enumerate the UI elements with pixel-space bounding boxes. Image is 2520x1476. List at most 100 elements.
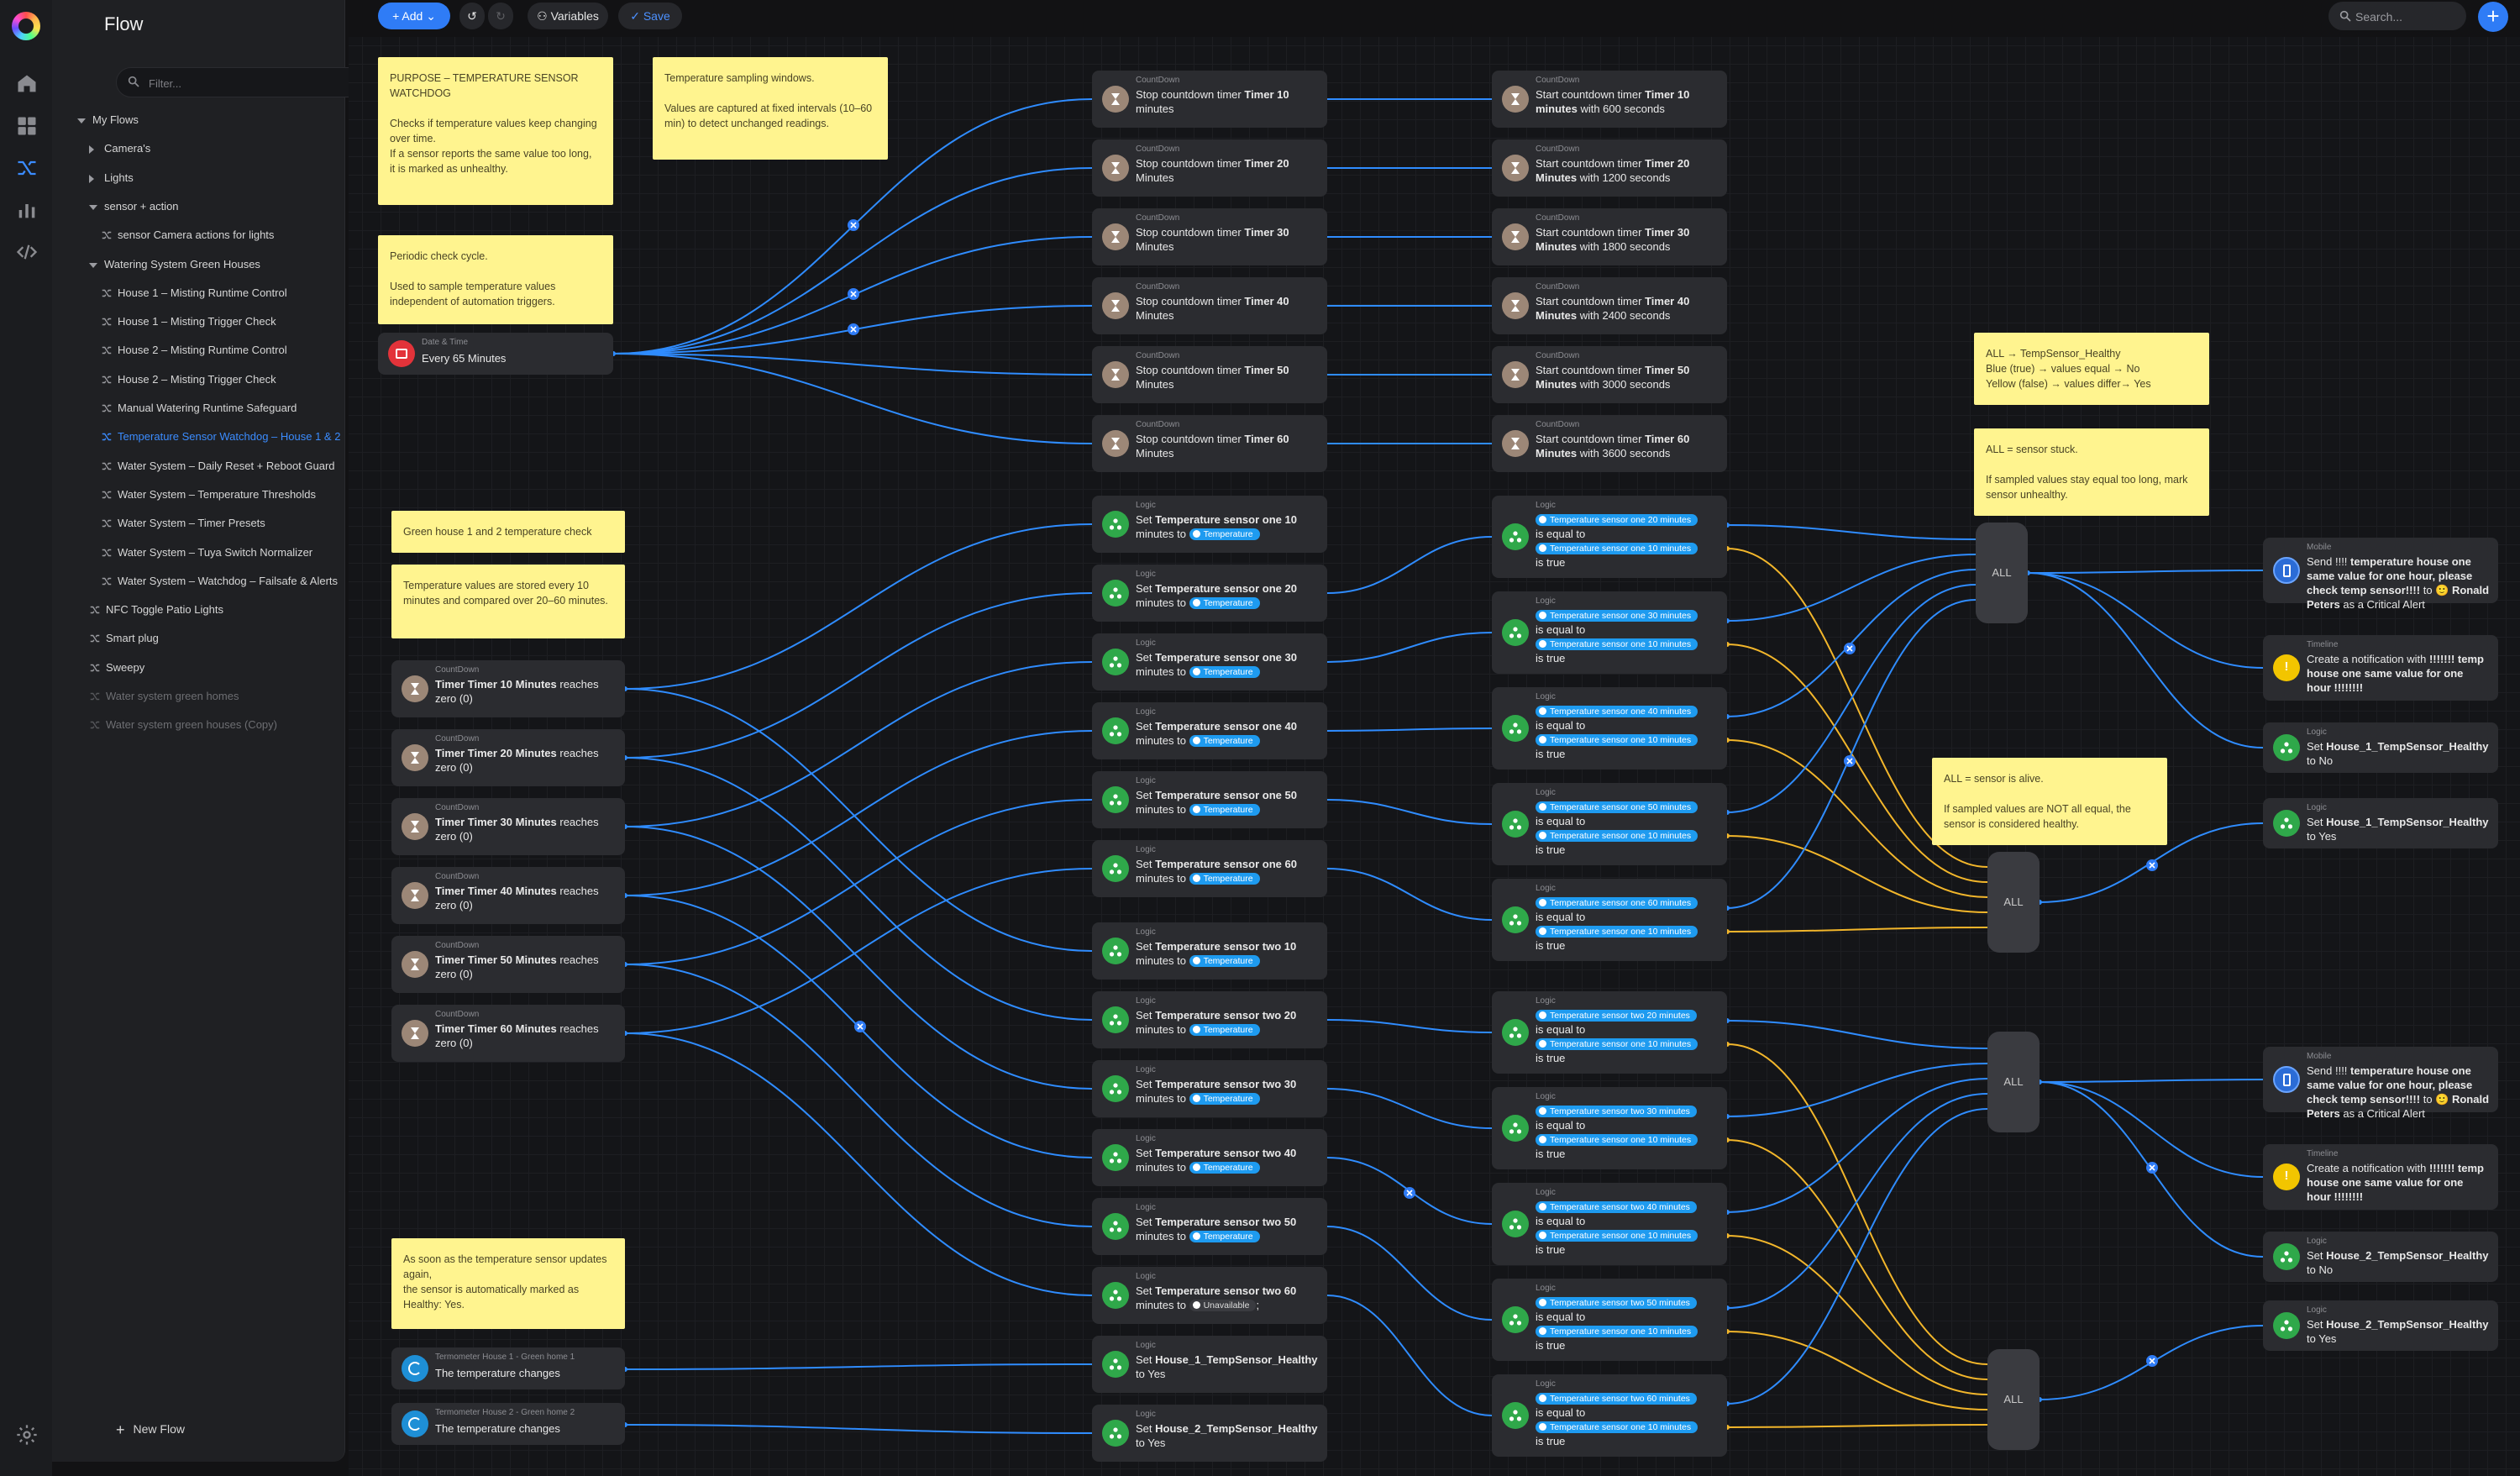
- note[interactable]: Periodic check cycle. Used to sample tem…: [378, 235, 613, 324]
- devices-icon[interactable]: [15, 114, 39, 138]
- flow-canvas[interactable]: [349, 37, 2520, 1476]
- all-gate[interactable]: ALL: [1987, 1349, 2040, 1450]
- note[interactable]: Temperature sampling windows. Values are…: [653, 57, 888, 160]
- caret-right-icon[interactable]: [89, 145, 94, 155]
- card-kind-label: Logic: [1536, 1092, 1556, 1101]
- note[interactable]: Temperature values are stored every 10 m…: [391, 565, 625, 638]
- gear-icon[interactable]: [15, 1423, 39, 1447]
- caret-down-icon[interactable]: [77, 118, 86, 123]
- chevron-down-icon: ⌄: [426, 9, 436, 23]
- all-gate[interactable]: ALL: [1987, 1032, 2040, 1132]
- insights-icon[interactable]: [15, 198, 39, 222]
- caret-down-icon[interactable]: [89, 204, 97, 210]
- caret-right-icon[interactable]: [89, 174, 94, 183]
- note[interactable]: ALL = sensor stuck. If sampled values st…: [1974, 428, 2209, 516]
- flows-icon[interactable]: [15, 156, 39, 180]
- card-text-end: is true: [1536, 939, 1566, 952]
- card-kind-label: CountDown: [435, 1010, 480, 1019]
- add-card-button[interactable]: +: [2478, 2, 2508, 32]
- new-flow-button[interactable]: +New Flow: [116, 1421, 185, 1439]
- home-icon[interactable]: [15, 72, 39, 96]
- add-button[interactable]: + Add ⌄: [378, 3, 450, 29]
- all-gate[interactable]: ALL: [1976, 523, 2028, 623]
- card-text-end: is true: [1536, 652, 1566, 664]
- row: is true: [1536, 747, 1719, 761]
- timeline-icon: [2273, 654, 2300, 681]
- card-text-post: minutes to: [1136, 1230, 1189, 1242]
- variable-tag: Unavailable: [1189, 1300, 1257, 1311]
- card-text-post: with 1800 seconds: [1577, 240, 1671, 253]
- note[interactable]: ALL → TempSensor_Healthy Blue (true) → v…: [1974, 333, 2209, 405]
- note[interactable]: PURPOSE – TEMPERATURE SENSOR WATCHDOG Ch…: [378, 57, 613, 205]
- caret-down-icon[interactable]: [89, 262, 97, 268]
- card-text-name: Timer Timer 40 Minutes: [435, 885, 557, 897]
- code-icon[interactable]: [15, 240, 39, 264]
- filter-input[interactable]: [147, 68, 377, 98]
- save-button[interactable]: ✓ Save: [618, 3, 682, 29]
- card-text-mid: is equal to: [1536, 1406, 1586, 1419]
- note[interactable]: ALL = sensor is alive. If sampled values…: [1932, 758, 2167, 845]
- variable-tag: Temperature sensor one 10 minutes: [1536, 1038, 1698, 1050]
- all-gate[interactable]: ALL: [1987, 852, 2040, 953]
- note[interactable]: As soon as the temperature sensor update…: [391, 1238, 625, 1329]
- note[interactable]: Green house 1 and 2 temperature check: [391, 511, 625, 553]
- undo-button[interactable]: ↺: [459, 3, 485, 29]
- redo-button[interactable]: ↻: [488, 3, 513, 29]
- variables-button[interactable]: ⚇ Variables: [528, 3, 608, 29]
- search-input[interactable]: [2354, 2, 2466, 32]
